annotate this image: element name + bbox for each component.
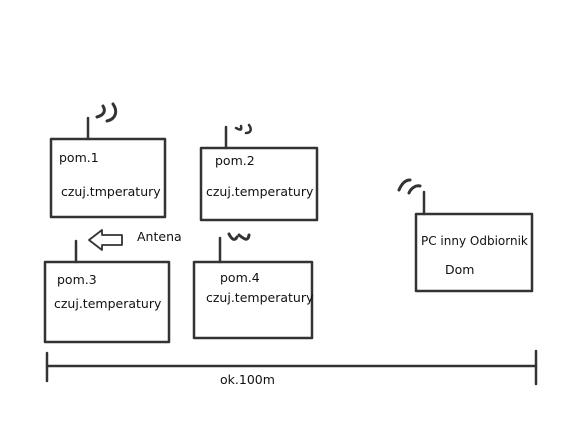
room-2-sensor: czuj.temperatury [206, 184, 314, 199]
room-4-signal-icon [227, 232, 251, 241]
room-3-box [43, 260, 171, 344]
antenna-arrow [88, 229, 123, 251]
room-1-name: pom.1 [59, 150, 99, 165]
receiver-signal-icon [397, 178, 422, 195]
distance-label: ok.100m [220, 372, 275, 387]
room-4-name: pom.4 [220, 270, 260, 285]
distance-scale [45, 349, 538, 386]
room-3-name: pom.3 [57, 272, 97, 287]
receiver-box [414, 212, 534, 293]
receiver-location: Dom [445, 262, 475, 277]
receiver-name: PC inny Odbiornik [421, 234, 528, 248]
room-1-signal-icon [95, 102, 118, 123]
room-1-box [49, 137, 167, 219]
antenna-label: Antena [137, 229, 182, 244]
room-3-sensor: czuj.temperatury [54, 296, 162, 311]
room-1-sensor: czuj.tmperatury [61, 184, 161, 199]
room-2-name: pom.2 [215, 153, 255, 168]
room-2-box [199, 146, 319, 222]
room-4-sensor: czuj.temperatury [206, 290, 314, 305]
room-4-box [192, 260, 314, 340]
room-2-signal-icon [234, 123, 252, 135]
